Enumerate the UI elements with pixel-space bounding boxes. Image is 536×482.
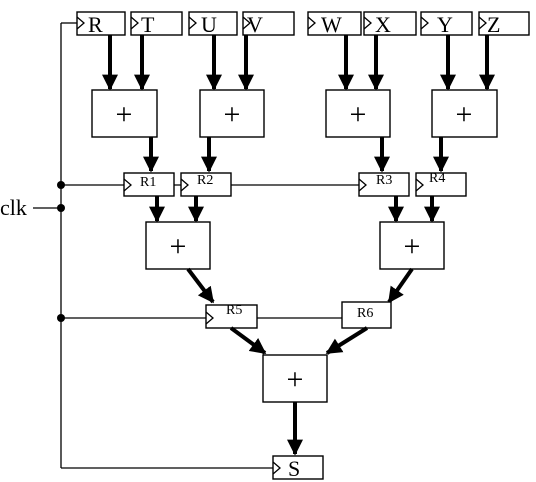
input-label: V	[247, 12, 263, 37]
junction-dot	[57, 181, 65, 189]
register-R4: R4	[415, 171, 467, 197]
input-label: Y	[437, 12, 453, 37]
clock-edge-icon	[180, 178, 189, 192]
input-arrows	[102, 35, 495, 91]
input-register-Z: Z	[478, 11, 530, 37]
clock-edge-icon	[242, 16, 251, 30]
input-label: U	[201, 12, 217, 37]
clock-edge-icon	[307, 16, 316, 30]
register-R6: R6	[341, 301, 392, 329]
plus-symbol: +	[170, 230, 187, 263]
input-register-T: T	[130, 11, 183, 37]
input-label: T	[141, 12, 155, 37]
clock-network: clk	[0, 22, 359, 469]
adder-4: +	[431, 89, 498, 138]
clock-edge-icon	[76, 16, 85, 30]
register-label: R3	[376, 173, 392, 188]
clock-edge-icon	[272, 461, 281, 475]
stage2-input-arrows	[149, 196, 440, 223]
register-R3: R3	[358, 172, 410, 197]
clock-edge-icon	[205, 311, 214, 325]
clock-edge-icon	[130, 16, 139, 30]
input-label: W	[321, 12, 342, 37]
clock-edge-icon	[478, 16, 487, 30]
plus-symbol: +	[404, 230, 421, 263]
input-register-R: R	[76, 11, 126, 37]
junction-dot	[57, 314, 65, 322]
plus-symbol: +	[350, 98, 367, 131]
input-register-U: U	[188, 11, 238, 37]
input-register-Y: Y	[420, 11, 473, 37]
plus-symbol: +	[116, 98, 133, 131]
clock-edge-icon	[363, 16, 372, 30]
adder-1: +	[91, 89, 158, 138]
plus-symbol: +	[287, 363, 304, 396]
adder-3: +	[325, 89, 391, 138]
clock-edge-icon	[420, 16, 429, 30]
register-label: R6	[357, 306, 373, 321]
input-register-V: V	[242, 11, 295, 37]
clk-label: clk	[0, 195, 27, 220]
final-adder-arrows	[229, 326, 369, 355]
plus-symbol: +	[224, 98, 241, 131]
register-label: R5	[226, 303, 242, 318]
input-label: X	[375, 12, 391, 37]
register-R2: R2	[180, 172, 232, 197]
junction-dot	[57, 204, 65, 212]
output-register-S: S	[272, 455, 324, 481]
adder-2: +	[199, 89, 265, 138]
stage1-arrows	[143, 137, 449, 173]
stage2-arrows	[186, 267, 414, 304]
clock-edge-icon	[415, 178, 424, 192]
input-label: R	[88, 12, 103, 37]
input-register-W: W	[307, 11, 362, 37]
adder-5: +	[145, 221, 211, 270]
output-label: S	[288, 456, 300, 481]
input-register-X: X	[363, 11, 417, 37]
register-label: R1	[140, 175, 156, 190]
register-label: R2	[197, 173, 213, 188]
adder-final: +	[262, 354, 328, 403]
clock-edge-icon	[123, 178, 132, 192]
register-label: R4	[429, 171, 445, 186]
input-label: Z	[487, 12, 500, 37]
adder-6: +	[379, 221, 445, 270]
clock-edge-icon	[188, 16, 197, 30]
clock-edge-icon	[358, 178, 367, 192]
register-R1: R1	[123, 172, 175, 197]
plus-symbol: +	[456, 98, 473, 131]
register-R5: R5	[205, 303, 258, 329]
